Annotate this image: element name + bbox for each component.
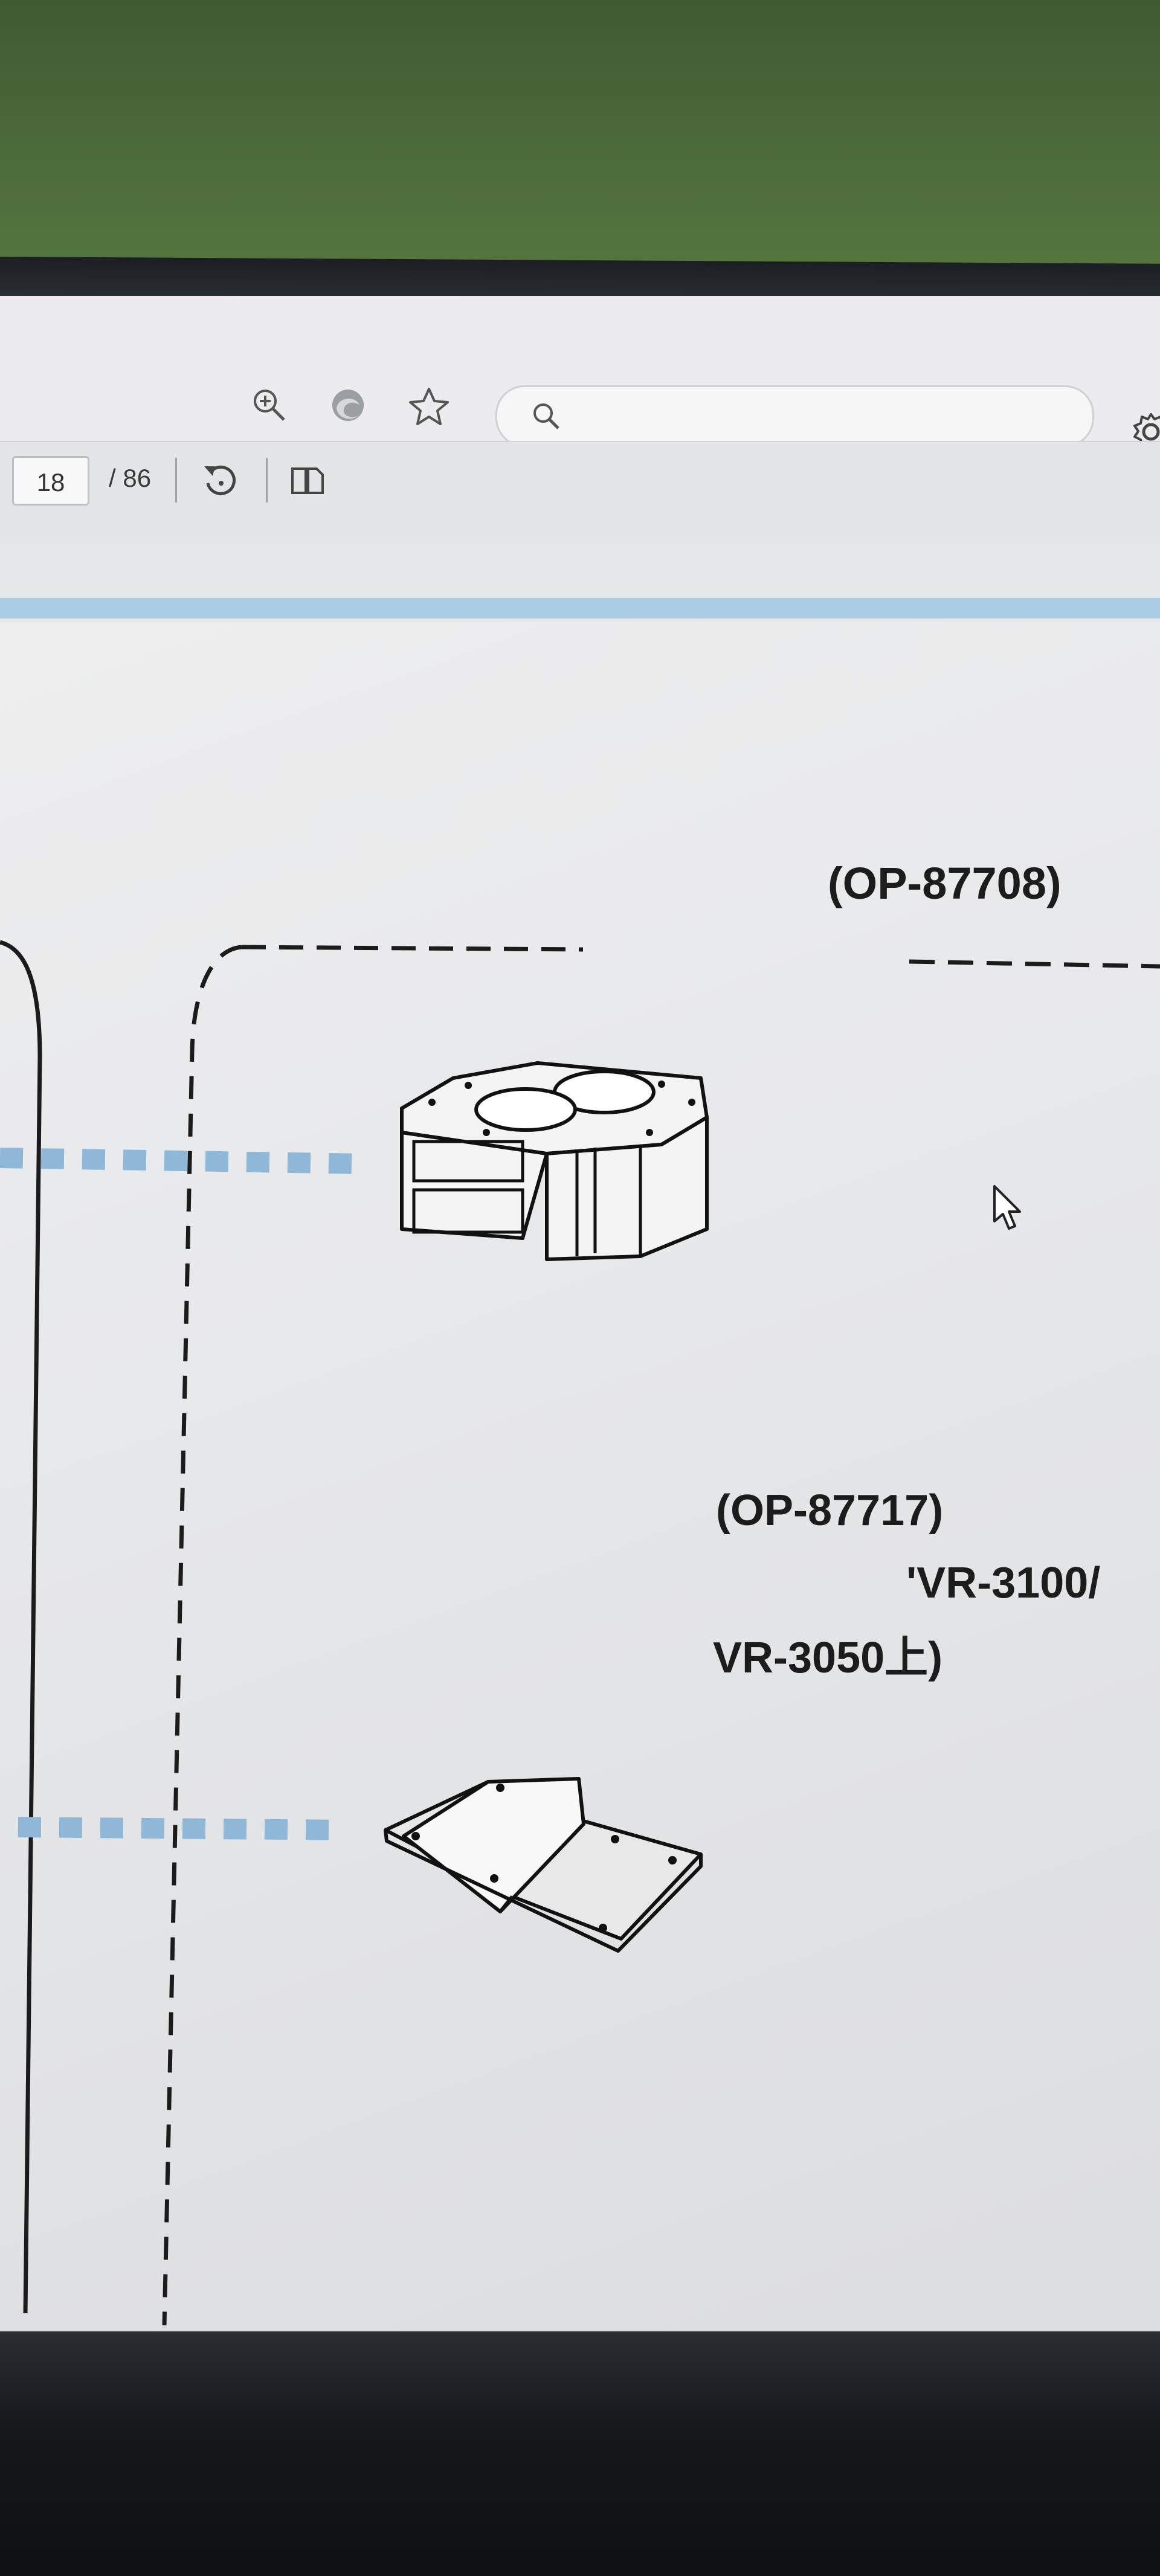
part-op-87708-drawing <box>400 1061 709 1261</box>
pdf-toolbar <box>0 441 1160 545</box>
part2-description-line1: 'VR-3100/ <box>906 1559 1101 1607</box>
toolbar-divider <box>266 458 268 503</box>
part-op-87717-drawing <box>384 1777 703 1953</box>
page-number-input[interactable]: 18 <box>12 456 89 506</box>
pdf-page <box>0 622 1160 2331</box>
document-top-accent-bar <box>0 598 1160 618</box>
page-total: / 86 <box>109 464 152 492</box>
toolbar-divider <box>175 458 177 503</box>
part2-description-line2: VR-3050上) <box>713 1634 943 1682</box>
star-icon[interactable] <box>408 385 450 428</box>
part2-label: (OP-87717) <box>716 1486 944 1535</box>
part1-label: (OP-87708) <box>828 858 1062 908</box>
monitor-bezel-bottom <box>0 2331 1160 2576</box>
rotate-icon[interactable] <box>199 460 240 501</box>
mouse-cursor-icon <box>993 1185 1021 1230</box>
zoom-in-icon[interactable] <box>251 387 287 423</box>
browser-address-bar <box>0 296 1160 451</box>
page-layout-icon[interactable] <box>290 465 325 496</box>
edge-icon[interactable] <box>329 387 367 424</box>
search-icon <box>533 403 559 429</box>
background-wall <box>0 0 1160 290</box>
document-linework <box>0 940 1160 2326</box>
